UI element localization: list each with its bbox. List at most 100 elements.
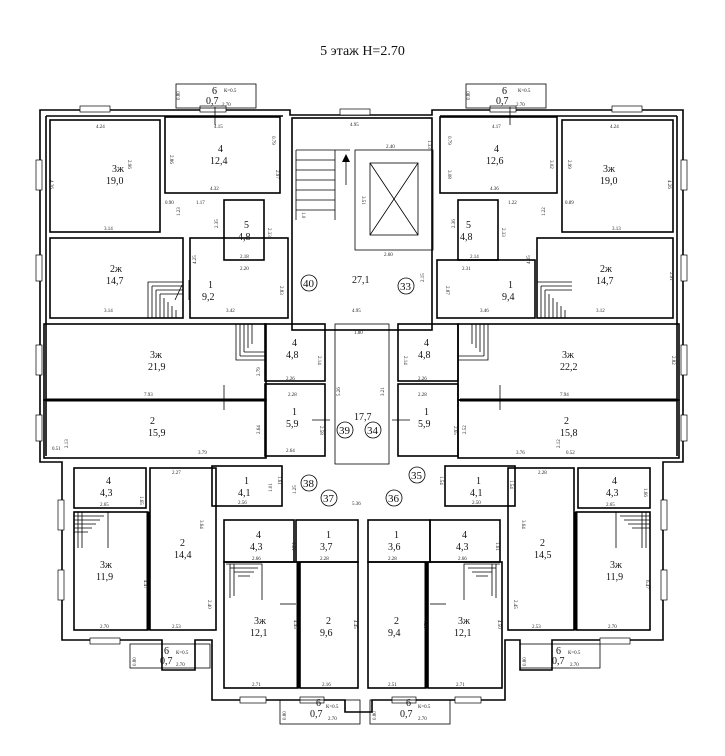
svg-text:39: 39 bbox=[339, 425, 351, 437]
dimension-labels: 4.24 4.15 0.79 4.26 2.96 2.86 2.97 4.32 … bbox=[48, 123, 675, 688]
svg-text:2.14: 2.14 bbox=[402, 356, 407, 365]
svg-text:4.26: 4.26 bbox=[666, 180, 671, 189]
balcony-bl: 0.80 2.70 К=0.5 bbox=[129, 643, 211, 669]
svg-text:2.71: 2.71 bbox=[252, 683, 261, 688]
svg-text:К=0.5: К=0.5 bbox=[518, 89, 531, 94]
svg-text:0.80: 0.80 bbox=[467, 91, 472, 100]
svg-text:3ж: 3ж bbox=[603, 164, 615, 175]
svg-text:4.24: 4.24 bbox=[610, 125, 619, 130]
svg-text:2.15: 2.15 bbox=[421, 273, 426, 282]
svg-text:1.01: 1.01 bbox=[269, 483, 274, 492]
svg-text:0,7: 0,7 bbox=[496, 96, 509, 107]
svg-text:2.53: 2.53 bbox=[532, 625, 541, 630]
svg-text:2.36: 2.36 bbox=[452, 219, 457, 228]
svg-text:2.66: 2.66 bbox=[252, 557, 261, 562]
svg-text:0.80: 0.80 bbox=[133, 657, 138, 666]
svg-text:33: 33 bbox=[400, 281, 412, 293]
svg-text:2.70: 2.70 bbox=[222, 103, 231, 108]
apt-bubble-37: 37 bbox=[320, 489, 338, 507]
room-tl-6: 60,7 bbox=[206, 86, 219, 107]
svg-text:7.94: 7.94 bbox=[560, 393, 569, 398]
svg-text:14,4: 14,4 bbox=[174, 550, 192, 561]
svg-text:1.54: 1.54 bbox=[508, 480, 513, 489]
svg-text:4: 4 bbox=[256, 530, 261, 541]
svg-text:2.28: 2.28 bbox=[388, 557, 397, 562]
svg-text:4,1: 4,1 bbox=[470, 488, 483, 499]
svg-text:4.15: 4.15 bbox=[214, 125, 223, 130]
svg-text:3ж: 3ж bbox=[562, 350, 574, 361]
svg-text:35: 35 bbox=[411, 470, 423, 482]
svg-text:2.79: 2.79 bbox=[257, 367, 262, 376]
svg-text:1.0: 1.0 bbox=[300, 212, 305, 219]
svg-text:2ж: 2ж bbox=[110, 264, 122, 275]
svg-text:2: 2 bbox=[180, 538, 185, 549]
svg-text:2.52: 2.52 bbox=[463, 425, 468, 434]
svg-text:4,3: 4,3 bbox=[606, 488, 619, 499]
svg-text:6: 6 bbox=[212, 86, 217, 97]
svg-text:2.31: 2.31 bbox=[462, 267, 471, 272]
svg-text:2.83: 2.83 bbox=[278, 286, 283, 295]
svg-text:4.50: 4.50 bbox=[422, 620, 427, 629]
room-bc-1a: 14,1 bbox=[238, 476, 251, 499]
room-ml-2: 215,9 bbox=[148, 416, 166, 439]
svg-text:4,3: 4,3 bbox=[100, 488, 113, 499]
svg-text:2.64: 2.64 bbox=[257, 425, 262, 434]
svg-text:0.51: 0.51 bbox=[52, 447, 61, 452]
svg-text:2.28: 2.28 bbox=[288, 393, 297, 398]
svg-text:4.47: 4.47 bbox=[142, 580, 147, 589]
svg-text:6: 6 bbox=[316, 698, 321, 709]
room-bc-4b: 44,3 bbox=[456, 530, 469, 553]
svg-text:1.61: 1.61 bbox=[494, 542, 499, 551]
apt-bubble-40: 40 bbox=[300, 274, 318, 292]
room-bc-1b: 13,7 bbox=[320, 530, 333, 553]
svg-text:2.26: 2.26 bbox=[286, 377, 295, 382]
svg-text:1: 1 bbox=[394, 530, 399, 541]
svg-text:4,8: 4,8 bbox=[238, 232, 251, 243]
svg-text:3ж: 3ж bbox=[112, 164, 124, 175]
room-mr-1: 15,9 bbox=[418, 407, 431, 430]
svg-text:К=0.5: К=0.5 bbox=[326, 705, 339, 710]
svg-text:1: 1 bbox=[508, 280, 513, 291]
svg-text:4: 4 bbox=[424, 338, 429, 349]
svg-text:4,1: 4,1 bbox=[238, 488, 251, 499]
svg-text:2.20: 2.20 bbox=[240, 267, 249, 272]
svg-text:11,9: 11,9 bbox=[96, 572, 113, 583]
svg-text:2: 2 bbox=[564, 416, 569, 427]
svg-text:4.45: 4.45 bbox=[292, 620, 297, 629]
room-tr-6: 60,7 bbox=[496, 86, 509, 107]
room-mr-2: 215,8 bbox=[560, 416, 578, 439]
svg-text:К=0.5: К=0.5 bbox=[176, 651, 189, 656]
apartment-bottom-center bbox=[211, 465, 516, 689]
svg-text:4.50: 4.50 bbox=[496, 620, 501, 629]
svg-text:2.58: 2.58 bbox=[318, 426, 323, 435]
svg-text:12,1: 12,1 bbox=[250, 628, 268, 639]
svg-text:0,7: 0,7 bbox=[552, 656, 565, 667]
svg-text:4.25: 4.25 bbox=[527, 255, 532, 264]
svg-text:4: 4 bbox=[106, 476, 111, 487]
room-bl-2: 214,4 bbox=[174, 538, 192, 561]
svg-text:4: 4 bbox=[292, 338, 297, 349]
svg-text:1: 1 bbox=[424, 407, 429, 418]
svg-text:3.14: 3.14 bbox=[104, 227, 113, 232]
svg-text:4,3: 4,3 bbox=[250, 542, 263, 553]
svg-text:2.12: 2.12 bbox=[557, 439, 562, 448]
svg-text:4,8: 4,8 bbox=[418, 350, 431, 361]
svg-text:2.56: 2.56 bbox=[238, 501, 247, 506]
svg-text:0,7: 0,7 bbox=[160, 656, 173, 667]
svg-text:3ж: 3ж bbox=[254, 616, 266, 627]
svg-text:2.60: 2.60 bbox=[384, 253, 393, 258]
apartment-middle-right bbox=[392, 323, 680, 459]
svg-text:4.45: 4.45 bbox=[352, 620, 357, 629]
stair-core bbox=[291, 117, 434, 331]
svg-text:6: 6 bbox=[406, 698, 411, 709]
svg-text:2: 2 bbox=[150, 416, 155, 427]
svg-text:4.95: 4.95 bbox=[350, 123, 359, 128]
svg-text:1.61: 1.61 bbox=[276, 476, 281, 485]
svg-text:0.90: 0.90 bbox=[165, 201, 174, 206]
